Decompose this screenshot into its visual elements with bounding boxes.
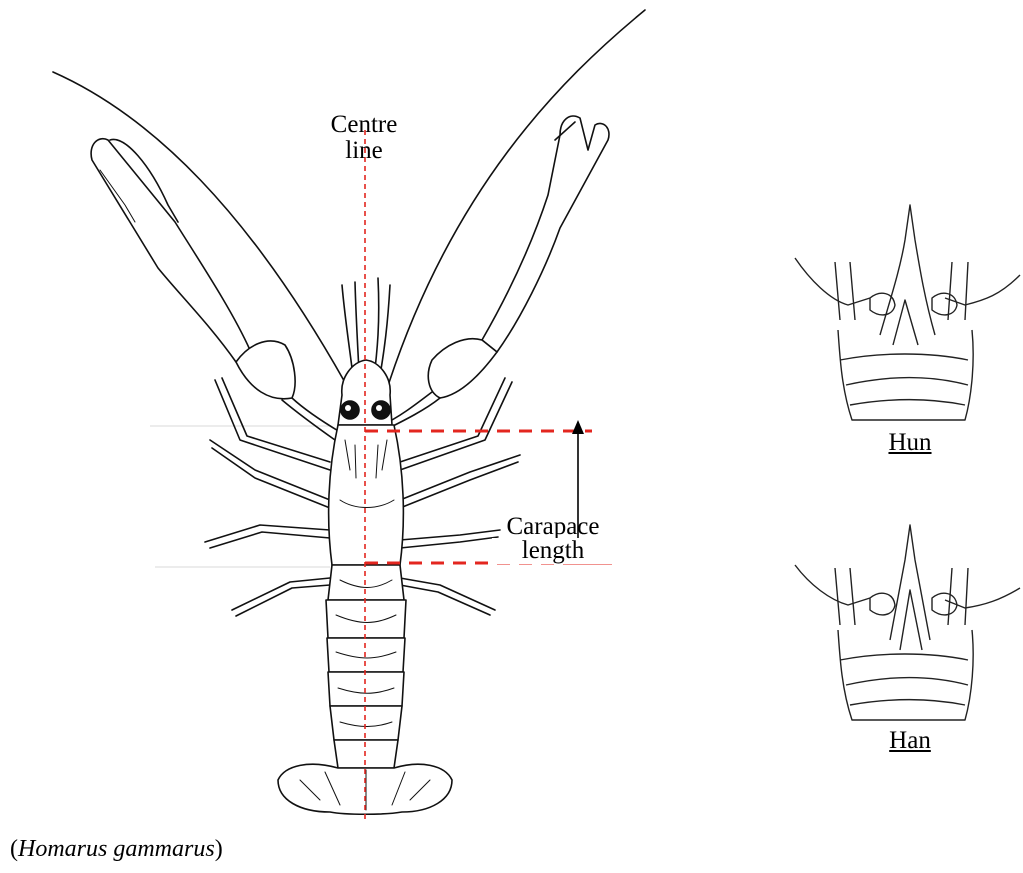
right-claw [382, 116, 609, 430]
centre-line-label: Centre line [316, 112, 412, 165]
caption-open: ( [10, 836, 18, 862]
han-label: Han [880, 728, 940, 754]
han-drawing [795, 525, 1020, 720]
arrowhead [572, 420, 584, 434]
caption-close: ) [215, 836, 223, 862]
carapace-length-label: Carapace length [492, 514, 614, 564]
caption-species: Homarus gammarus [18, 836, 215, 862]
abdomen [326, 565, 406, 768]
left-claw [91, 139, 340, 440]
left-antenna [53, 72, 352, 395]
hun-drawing [795, 205, 1020, 420]
carapace-label-2: length [492, 538, 614, 564]
right-antenna [385, 10, 645, 395]
species-caption: (Homarus gammarus) [10, 836, 223, 863]
carapace [329, 425, 404, 565]
hun-label: Hun [880, 430, 940, 456]
centre-line-label-2: line [316, 138, 412, 164]
centre-line-label-1: Centre [316, 112, 412, 138]
